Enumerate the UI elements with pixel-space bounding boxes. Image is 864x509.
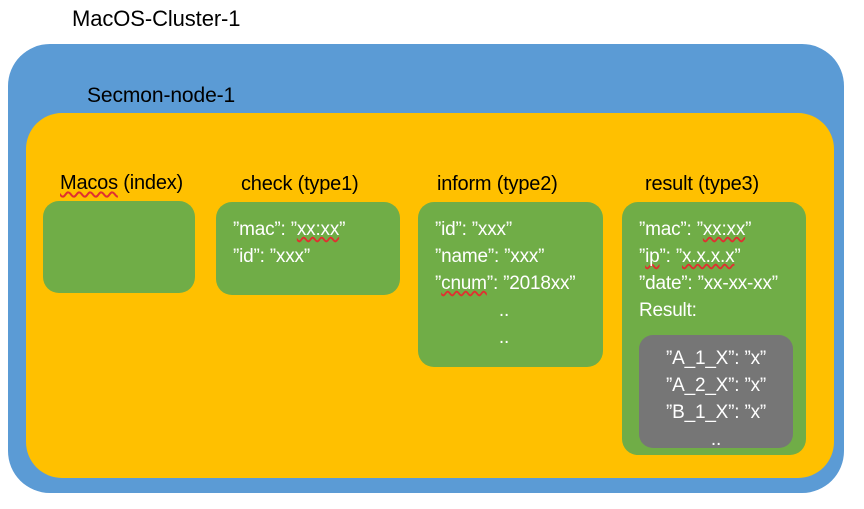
doc-line-value2: x.x.x.x xyxy=(681,246,735,267)
section-title-inform-name: inform xyxy=(437,173,492,195)
document-box-macos xyxy=(43,201,195,293)
doc-line-result-label: Result: xyxy=(639,300,697,321)
doc-line-key: ” xyxy=(435,273,442,294)
doc-line: ”cnum”: ”2018xx” xyxy=(435,270,603,297)
subdoc-line: ”A_1_X”: ”x” xyxy=(665,348,766,369)
section-title-inform-kind: (type2) xyxy=(491,173,558,195)
section-title-result-kind: (type3) xyxy=(692,173,759,195)
section-title-check: check (type1) xyxy=(241,173,359,196)
doc-line-tail: ” xyxy=(745,219,752,240)
document-box-check: ”mac”: ”xx:xx” ”id”: ”xxx” xyxy=(216,202,400,295)
doc-line-key: ”name”: ”xxx” xyxy=(435,246,545,267)
doc-line-value: xx:xx xyxy=(296,219,340,240)
cluster-title: MacOS-Cluster-1 xyxy=(72,6,241,31)
doc-line-value: ip xyxy=(645,246,660,267)
subdoc-line: ”B_1_X”: ”x” xyxy=(665,402,766,423)
doc-line: ”mac”: ”xx:xx” xyxy=(233,216,400,243)
section-title-macos-kind: (index) xyxy=(117,172,184,194)
doc-line-key: ”date”: ”xx-xx-xx” xyxy=(639,273,778,294)
result-subdocument-box: ”A_1_X”: ”x” ”A_2_X”: ”x” ”B_1_X”: ”x” .… xyxy=(639,335,793,450)
node-title: Secmon-node-1 xyxy=(87,84,236,107)
section-title-check-name: check xyxy=(241,173,293,195)
doc-line-ellipsis: .. xyxy=(498,300,510,321)
doc-line-key: ”id”: ”xxx” xyxy=(233,246,310,267)
doc-line-ellipsis: .. xyxy=(498,327,510,348)
doc-line: ”date”: ”xx-xx-xx” xyxy=(639,270,806,297)
section-title-macos-name: Macos xyxy=(60,172,118,194)
subdoc-line-ellipsis: .. xyxy=(710,429,722,450)
doc-line: ”id”: ”xxx” xyxy=(435,216,603,243)
section-title-result: result (type3) xyxy=(645,173,759,196)
subdoc-line: ”A_2_X”: ”x” xyxy=(665,375,766,396)
doc-line: ”name”: ”xxx” xyxy=(435,243,603,270)
section-title-inform: inform (type2) xyxy=(437,173,558,196)
doc-line-key: ”mac”: ” xyxy=(233,219,297,240)
doc-line-tail: ” xyxy=(339,219,346,240)
doc-line-tail: ”: ”2018xx” xyxy=(486,273,576,294)
doc-line-value: xx:xx xyxy=(702,219,746,240)
doc-line-key: ”mac”: ” xyxy=(639,219,703,240)
doc-line-value: cnum xyxy=(441,273,487,294)
doc-line: ”ip”: ”x.x.x.x” xyxy=(639,243,806,270)
section-title-result-name: result xyxy=(645,173,693,195)
section-title-check-kind: (type1) xyxy=(292,173,359,195)
doc-line: ”mac”: ”xx:xx” xyxy=(639,216,806,243)
doc-line-key: ” xyxy=(639,246,646,267)
doc-line-tail: ”: ” xyxy=(659,246,683,267)
document-box-inform: ”id”: ”xxx” ”name”: ”xxx” ”cnum”: ”2018x… xyxy=(418,202,603,367)
doc-line-key: ”id”: ”xxx” xyxy=(435,219,512,240)
section-title-macos: Macos (index) xyxy=(60,172,183,195)
doc-line: ”id”: ”xxx” xyxy=(233,243,400,270)
doc-line-tail2: ” xyxy=(734,246,741,267)
